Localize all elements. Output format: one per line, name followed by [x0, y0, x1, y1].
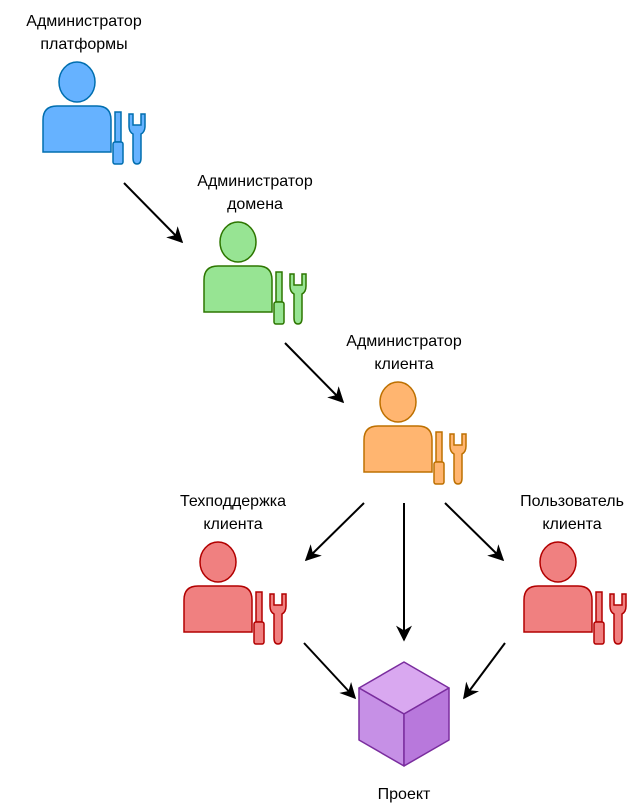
node-client-user: Пользователь клиента: [520, 493, 627, 645]
node-label-line2: платформы: [40, 36, 127, 53]
screwdriver-wrench-icon: [253, 591, 287, 645]
edge-platform-to-domain: [123, 182, 184, 244]
screwdriver-wrench-icon: [433, 431, 467, 485]
node-label-line1: Администратор: [26, 13, 142, 30]
cube-icon: [358, 661, 450, 767]
node-label-line1: Администратор: [197, 173, 313, 190]
edge-domain-to-client-admin: [284, 342, 345, 404]
node-platform-admin: Администратор платформы: [26, 13, 146, 165]
node-label-line2: клиента: [203, 516, 262, 533]
edge-client-admin-to-support: [304, 502, 365, 562]
user-icon: [363, 381, 433, 473]
node-label-line1: Пользователь: [520, 493, 624, 510]
edge-client-admin-to-user: [444, 502, 505, 562]
screwdriver-wrench-icon: [112, 111, 146, 165]
user-icon: [523, 541, 593, 633]
edge-support-to-project: [303, 642, 357, 700]
node-label-line2: клиента: [542, 516, 601, 533]
edge-user-to-project: [463, 642, 506, 700]
node-client-support: Техподдержка клиента: [180, 493, 287, 645]
screwdriver-wrench-icon: [273, 271, 307, 325]
node-label-line2: домена: [227, 196, 283, 213]
edges: [123, 182, 506, 700]
user-icon: [42, 61, 112, 153]
user-icon: [203, 221, 273, 313]
node-label-line1: Техподдержка: [180, 493, 286, 510]
node-project: Проект: [358, 661, 450, 803]
node-label-line1: Администратор: [346, 333, 462, 350]
node-label: Проект: [378, 786, 431, 803]
node-client-admin: Администратор клиента: [346, 333, 467, 485]
node-domain-admin: Администратор домена: [197, 173, 313, 325]
node-label-line2: клиента: [374, 356, 433, 373]
user-icon: [183, 541, 253, 633]
screwdriver-wrench-icon: [593, 591, 627, 645]
